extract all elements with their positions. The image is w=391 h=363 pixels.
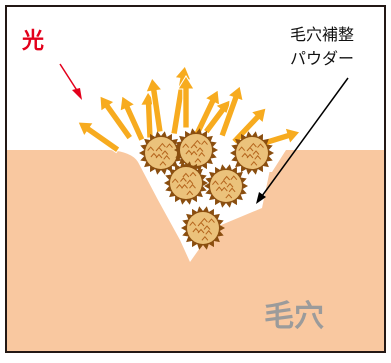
spiky-particle-icon <box>230 131 274 175</box>
arrow-up-icon <box>145 77 164 134</box>
arrow-up-icon <box>99 95 134 141</box>
powder-particles <box>139 128 274 250</box>
light-label: 光 <box>21 29 44 54</box>
powder-label-line2: パウダー <box>290 49 354 68</box>
light-pointer <box>59 63 82 100</box>
spiky-particle-icon <box>181 206 225 250</box>
spiky-particle-icon <box>139 131 183 175</box>
arrow-up-icon <box>119 95 146 142</box>
powder-pointer <box>256 77 349 204</box>
frame-border <box>5 5 386 353</box>
arrow-up-icon <box>218 85 244 138</box>
arrow-up-icon <box>230 107 267 145</box>
arrow-up-icon <box>192 89 221 139</box>
arrow-up-icon <box>202 99 231 135</box>
light-rays <box>77 65 301 154</box>
pore-label: 毛穴 <box>264 299 324 334</box>
arrow-up-icon <box>77 121 121 154</box>
spiky-particle-icon <box>164 161 208 205</box>
arrow-up-icon <box>177 75 195 129</box>
powder-label-line1: 毛穴補整 <box>290 25 354 44</box>
spiky-particle-icon <box>204 164 248 208</box>
spiky-particle-icon <box>174 128 218 172</box>
